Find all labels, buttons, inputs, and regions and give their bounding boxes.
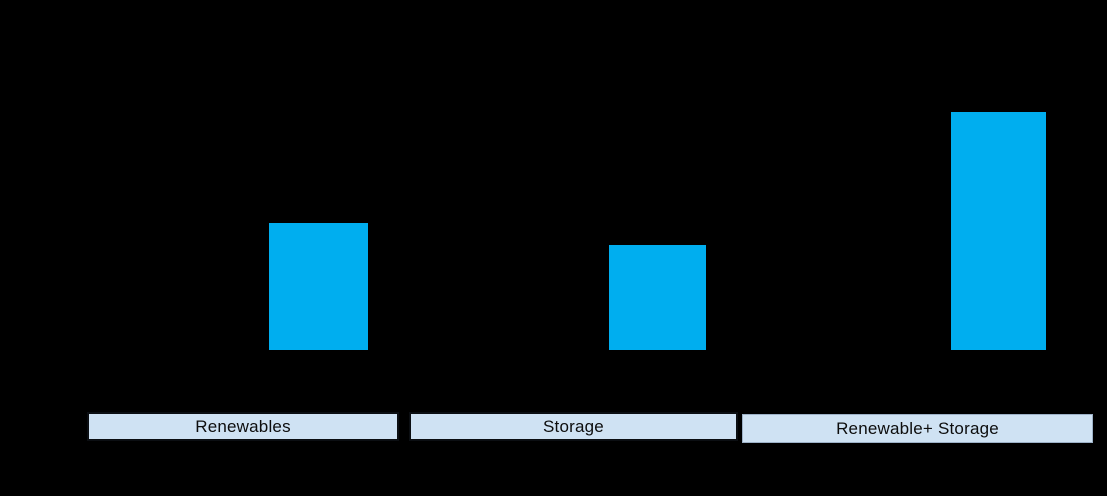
bar-renewableplus-storage <box>951 112 1046 350</box>
bar-renewables <box>269 223 368 350</box>
bar-storage <box>609 245 706 350</box>
